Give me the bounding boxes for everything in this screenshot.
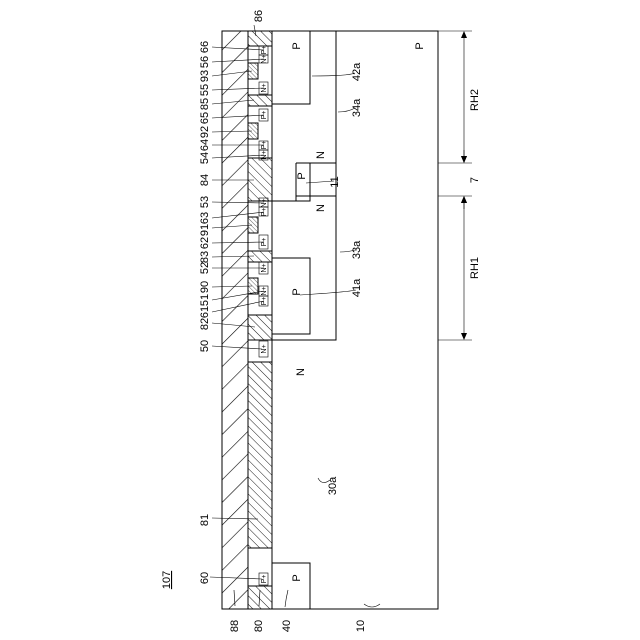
oxide-layer-88 bbox=[222, 31, 248, 609]
callout-65: 65 bbox=[199, 112, 211, 124]
electrode-86 bbox=[248, 31, 272, 46]
callout-30a: 30a bbox=[327, 476, 339, 495]
callout-62: 62 bbox=[199, 237, 211, 249]
callout-90: 90 bbox=[199, 281, 211, 293]
doping-p-left-well: P bbox=[291, 574, 303, 581]
region-brackets: RH1 7 RH2 bbox=[438, 31, 481, 340]
doping-n-drift-left: N bbox=[295, 368, 307, 376]
callout-34a: 34a bbox=[351, 98, 363, 117]
callout-40: 40 bbox=[281, 620, 293, 632]
callout-42a: 42a bbox=[351, 62, 363, 81]
callout-41a: 41a bbox=[351, 278, 363, 297]
doping-n-rh2: N bbox=[315, 151, 327, 159]
callout-93: 93 bbox=[199, 70, 211, 82]
callout-64: 64 bbox=[199, 139, 211, 151]
region-rh1: RH1 bbox=[469, 257, 481, 279]
callout-92: 92 bbox=[199, 126, 211, 138]
callout-91: 91 bbox=[199, 224, 211, 236]
electrode-83 bbox=[248, 251, 272, 262]
callout-61: 61 bbox=[199, 306, 211, 318]
callout-83: 83 bbox=[199, 251, 211, 263]
n-well-33a-inner bbox=[296, 196, 336, 340]
callout-86: 86 bbox=[253, 10, 265, 22]
callout-85: 85 bbox=[199, 98, 211, 110]
p-region-11 bbox=[272, 163, 310, 201]
callout-33a: 33a bbox=[351, 240, 363, 259]
callout-51: 51 bbox=[199, 294, 211, 306]
electrode-82 bbox=[248, 315, 272, 340]
callout-11: 11 bbox=[329, 176, 341, 187]
region-rh2: RH2 bbox=[469, 89, 481, 111]
electrode-84 bbox=[248, 158, 272, 201]
doping-pplus-61: P+ bbox=[261, 297, 268, 306]
callout-54: 54 bbox=[199, 152, 211, 164]
doping-p-substrate: P bbox=[414, 42, 426, 49]
doping-p-42a: P bbox=[291, 42, 303, 49]
callout-60: 60 bbox=[199, 572, 211, 584]
callout-53: 53 bbox=[199, 196, 211, 208]
field-plate-80 bbox=[248, 362, 272, 548]
n-region-34a bbox=[296, 31, 336, 163]
field-plate-80b bbox=[248, 586, 272, 609]
p-left-well bbox=[272, 563, 310, 609]
callout-10: 10 bbox=[355, 620, 367, 632]
doping-p-41a: P bbox=[291, 288, 303, 295]
region-gap: 7 bbox=[469, 177, 481, 183]
callout-84: 84 bbox=[199, 174, 211, 186]
callout-82: 82 bbox=[199, 318, 211, 330]
n-drift-boundary bbox=[272, 31, 336, 340]
doping-n-mid: N bbox=[315, 204, 327, 212]
gate-93 bbox=[248, 63, 258, 79]
figure-number-group: 107 bbox=[161, 571, 173, 589]
callout-66: 66 bbox=[199, 41, 211, 53]
doping-nplus-51: N+ bbox=[261, 286, 268, 295]
figure-number: 107 bbox=[161, 571, 173, 589]
doping-p-mid: P bbox=[296, 172, 308, 179]
callout-63: 63 bbox=[199, 212, 211, 224]
callout-50: 50 bbox=[199, 340, 211, 352]
callout-55: 55 bbox=[199, 84, 211, 96]
callout-81: 81 bbox=[199, 514, 211, 526]
doping-nplus-50: N+ bbox=[261, 344, 268, 353]
p-well-42a bbox=[272, 31, 310, 104]
callout-56: 56 bbox=[199, 56, 211, 68]
callout-80: 80 bbox=[253, 620, 265, 632]
doping-pplus-60: P+ bbox=[261, 575, 268, 584]
doping-labels: P N P P N P N P N+ P+ P+ N+ N+ P+ P+ N+ … bbox=[261, 42, 426, 583]
callout-88: 88 bbox=[229, 620, 241, 632]
